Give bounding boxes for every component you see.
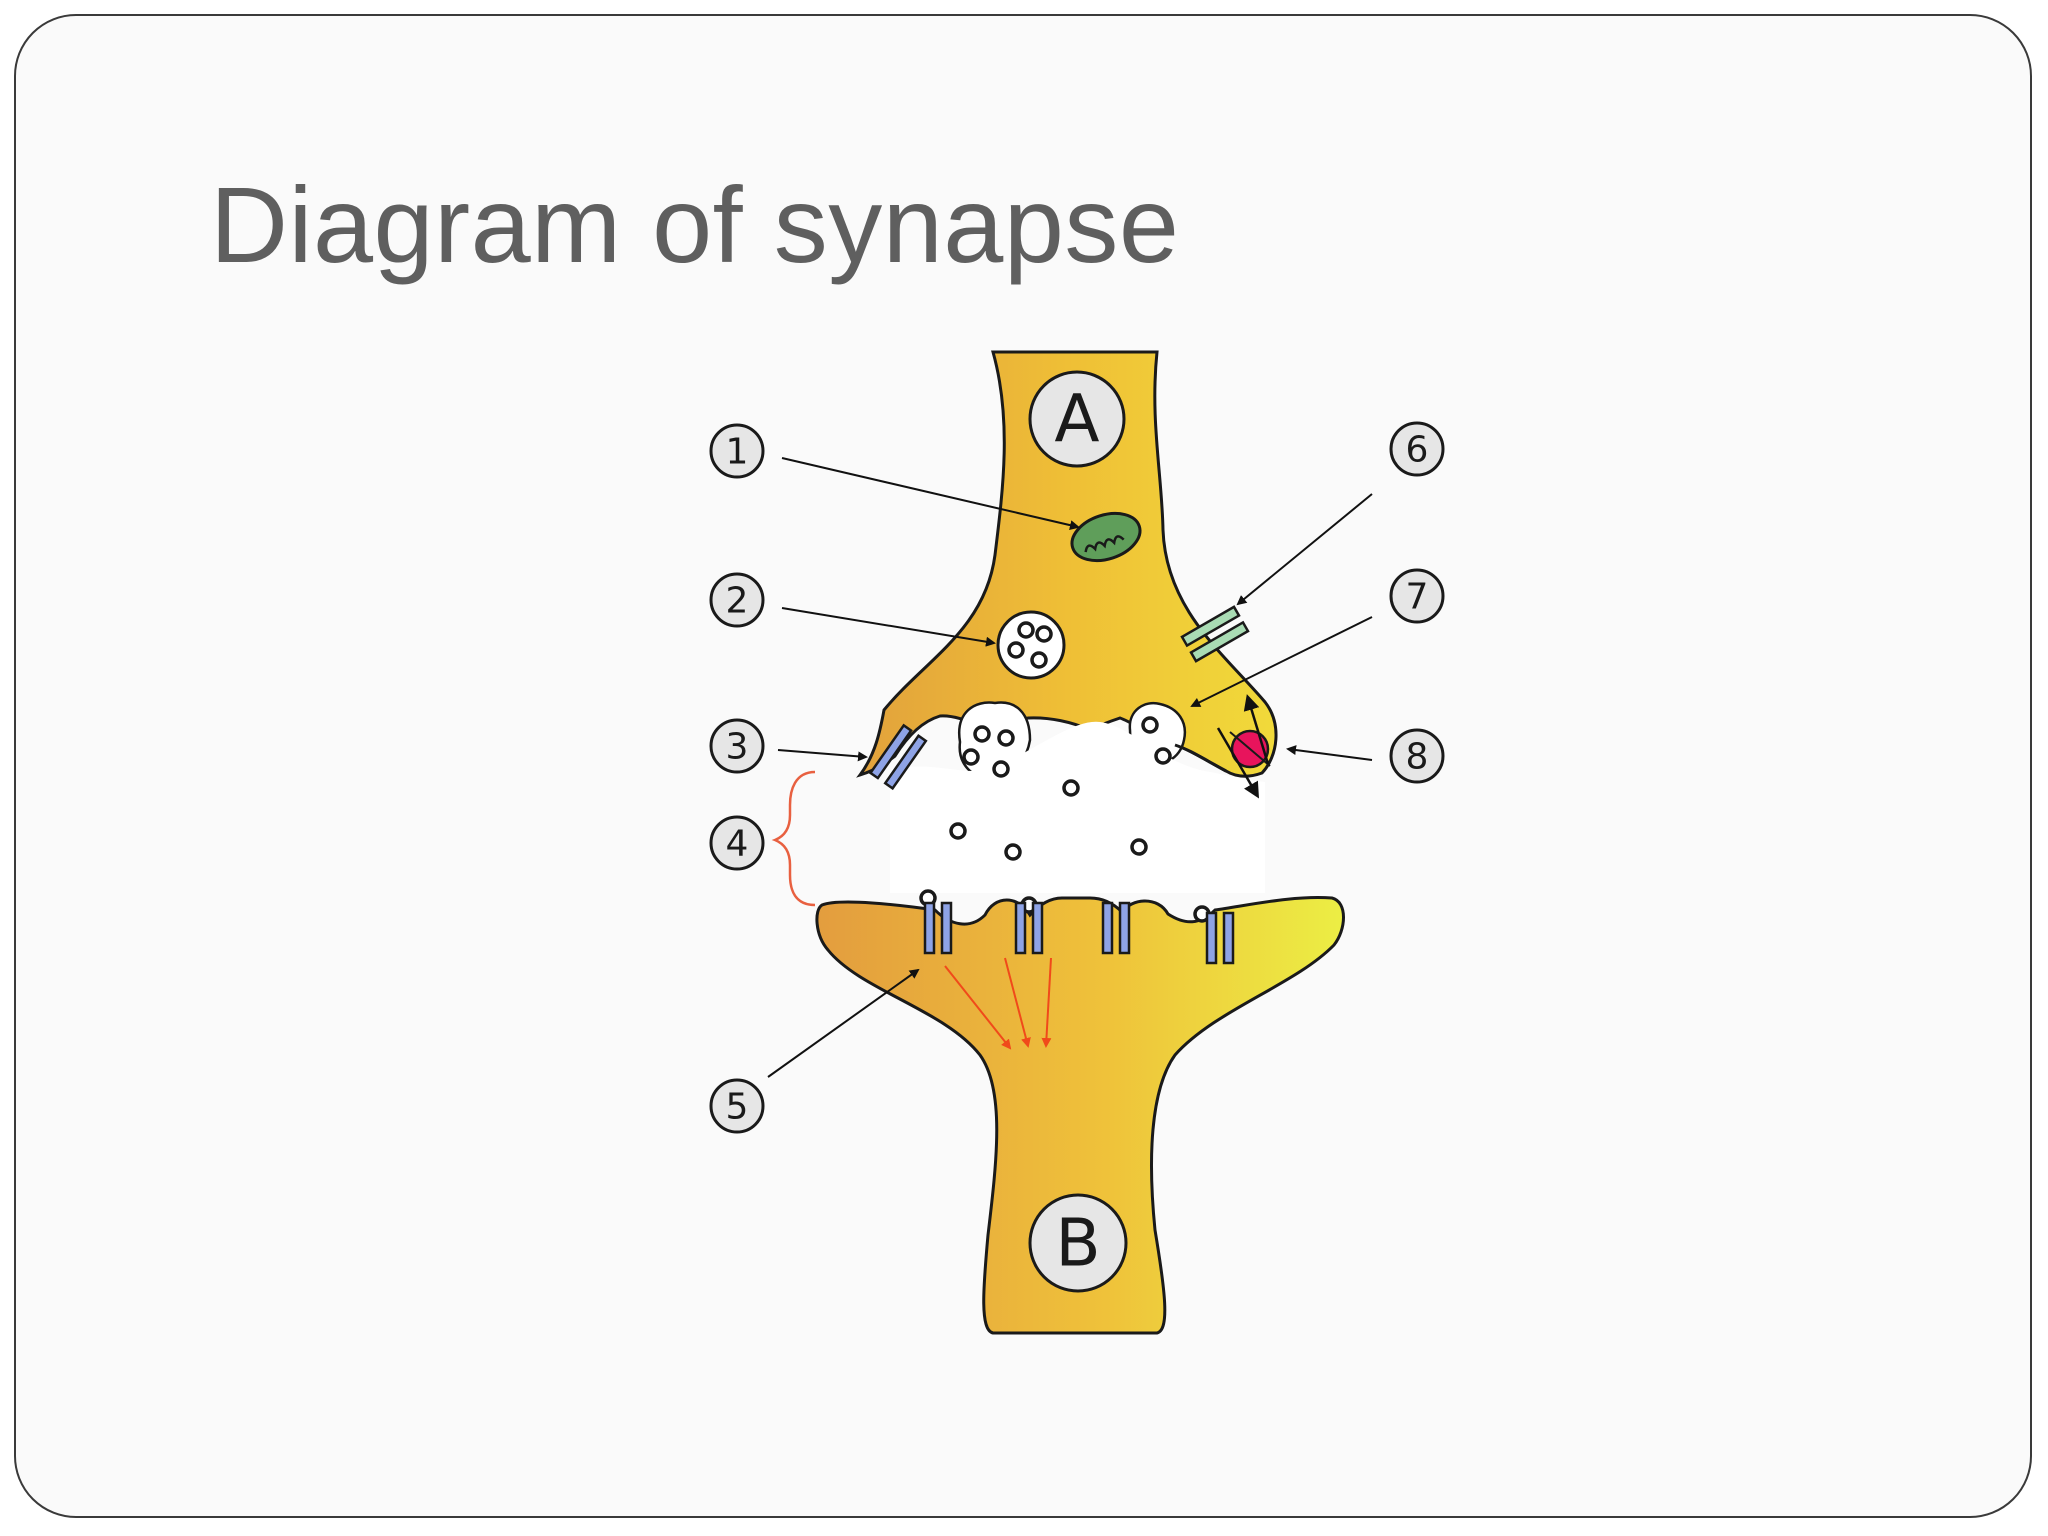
svg-text:2: 2	[726, 581, 749, 622]
svg-text:B: B	[1055, 1205, 1100, 1282]
neurotransmitter-molecules	[919, 716, 1211, 923]
callout-7: 7	[1389, 568, 1445, 624]
callout-5: 5	[709, 1078, 765, 1134]
svg-text:3: 3	[726, 727, 749, 768]
mitochondrion-icon	[1070, 511, 1142, 563]
postsynaptic-neuron	[815, 895, 1345, 1335]
ion-channel-icon	[868, 723, 928, 791]
callout-1: 1	[709, 423, 765, 479]
callout-6: 6	[1389, 421, 1445, 477]
svg-text:8: 8	[1406, 737, 1429, 778]
svg-text:4: 4	[726, 824, 749, 865]
slide-title: Diagram of synapse	[210, 164, 1180, 285]
postsynaptic-receptors	[923, 901, 1235, 965]
callout-8: 8	[1389, 728, 1445, 784]
callout-3: 3	[709, 718, 765, 774]
presynaptic-neuron	[856, 350, 1278, 893]
svg-text:5: 5	[726, 1087, 749, 1128]
svg-text:A: A	[1054, 381, 1099, 458]
neuron-a-label: A	[1028, 370, 1126, 468]
signal-arrows	[944, 957, 1052, 1050]
callout-2: 2	[709, 572, 765, 628]
vesicle-icon	[996, 610, 1066, 680]
cleft-brace	[771, 770, 816, 907]
receptor-icon	[1180, 605, 1250, 663]
neuron-b-label: B	[1028, 1193, 1128, 1293]
svg-text:6: 6	[1406, 430, 1429, 471]
svg-text:1: 1	[726, 432, 749, 473]
callout-4: 4	[709, 815, 765, 871]
svg-text:7: 7	[1406, 577, 1429, 618]
pump-icon	[1216, 694, 1271, 799]
callout-leaders	[767, 457, 1373, 1078]
